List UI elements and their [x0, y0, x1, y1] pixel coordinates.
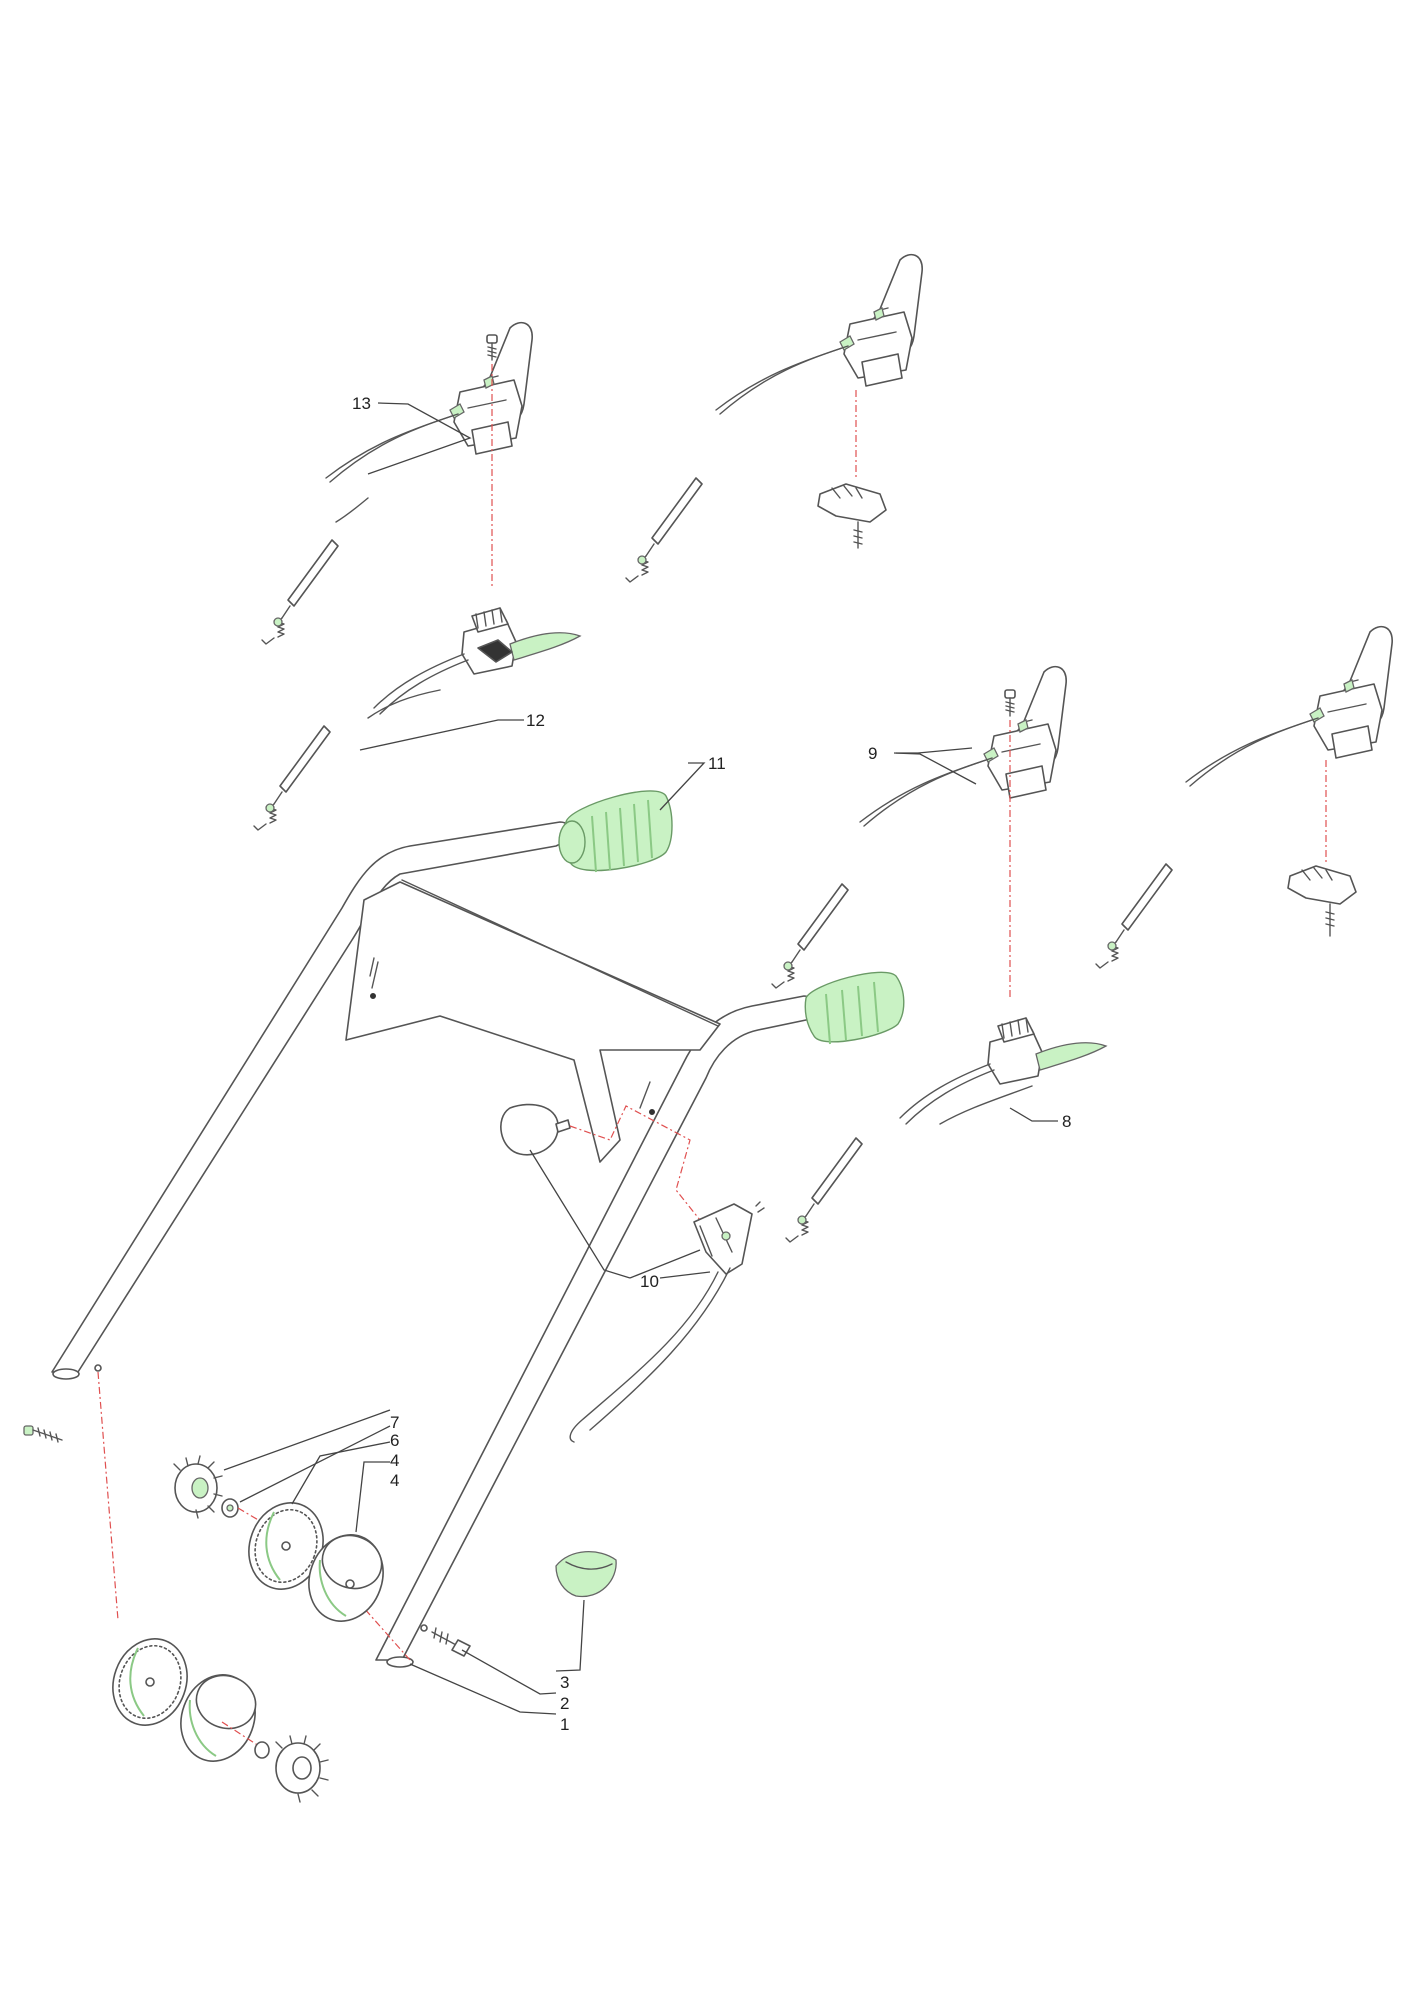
cable-segment-13 [261, 497, 369, 645]
lever-assembly-11 [771, 665, 1067, 1000]
callout-4-lower: 4 [390, 1471, 399, 1490]
screw-13 [486, 334, 498, 361]
lower-lever-12 [253, 607, 581, 831]
clip-3 [555, 1550, 617, 1598]
callout-12: 12 [526, 711, 545, 730]
callout-2: 2 [560, 1694, 569, 1713]
clip-far-right [1287, 865, 1357, 905]
callout-7: 7 [390, 1413, 399, 1432]
washer-6 [221, 1498, 239, 1518]
callout-8: 10 [640, 1272, 659, 1291]
leader-lines [223, 402, 1058, 1715]
grip-9 [558, 790, 673, 873]
callout-4-upper: 4 [390, 1451, 399, 1470]
washer-lower [254, 1741, 270, 1759]
lever-assembly-13 [325, 321, 533, 588]
callout-3: 3 [560, 1673, 569, 1692]
callout-13: 13 [352, 394, 371, 413]
knob-lower [275, 1735, 329, 1803]
lever-assembly-far-right [1095, 625, 1393, 969]
grip-right [804, 971, 905, 1045]
callout-9: 11 [708, 754, 726, 773]
lever-assembly-top-right [625, 253, 923, 583]
lower-lever-10 [785, 1017, 1107, 1243]
wheel-left-lower-b [180, 1674, 257, 1762]
switch-cable-8 [500, 1103, 765, 1443]
tube-foot-left [52, 1364, 414, 1668]
clip-top-right [817, 483, 887, 523]
callout-1: 1 [560, 1715, 569, 1734]
wheel-4b [308, 1534, 384, 1622]
screw-11 [1004, 689, 1016, 717]
bolt-left [23, 1425, 63, 1443]
callout-11: 9 [868, 744, 877, 763]
axis-left-wheel [97, 1371, 119, 1621]
callout-10: 8 [1062, 1112, 1071, 1131]
callout-6: 6 [390, 1431, 399, 1450]
bolt-2 [420, 1624, 471, 1657]
callout-labels: 13 12 11 9 8 10 7 6 4 4 3 2 1 [352, 394, 1071, 1734]
knob-7 [173, 1455, 223, 1519]
